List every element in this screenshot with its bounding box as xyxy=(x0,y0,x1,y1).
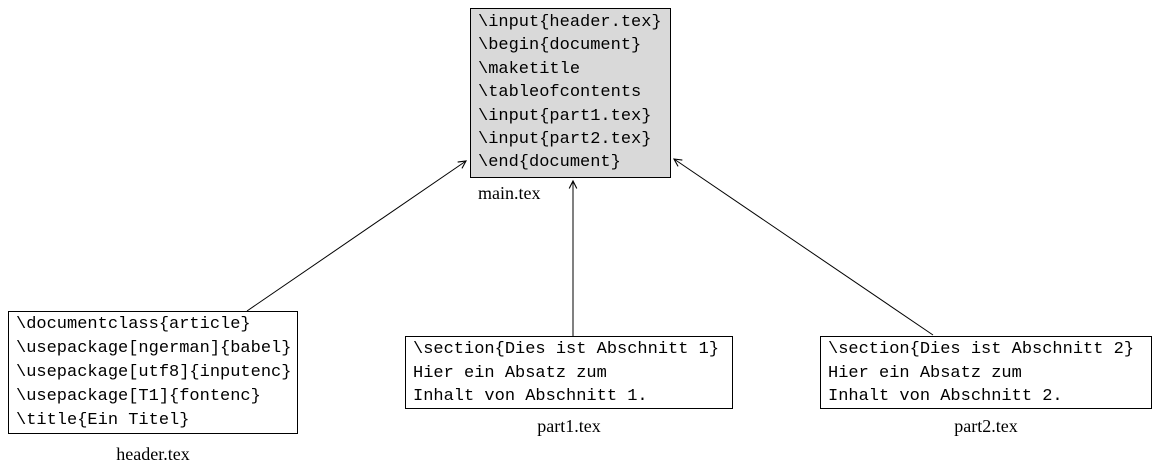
edge-header-to-main xyxy=(246,160,468,312)
edge-part2-to-main xyxy=(672,158,934,336)
part1-tex-code-box: \section{Dies ist Abschnitt 1} Hier ein … xyxy=(405,336,733,409)
part2-tex-filename-label: part2.tex xyxy=(954,416,1018,436)
header-tex-code-box: \documentclass{article} \usepackage[nger… xyxy=(8,311,298,434)
part2-tex-code-box: \section{Dies ist Abschnitt 2} Hier ein … xyxy=(820,336,1152,409)
part1-tex-filename-label: part1.tex xyxy=(537,416,601,436)
header-tex-filename-label: header.tex xyxy=(116,444,190,464)
main-tex-code-box: \input{header.tex} \begin{document} \mak… xyxy=(470,8,671,178)
main-tex-filename-label: main.tex xyxy=(478,183,541,203)
